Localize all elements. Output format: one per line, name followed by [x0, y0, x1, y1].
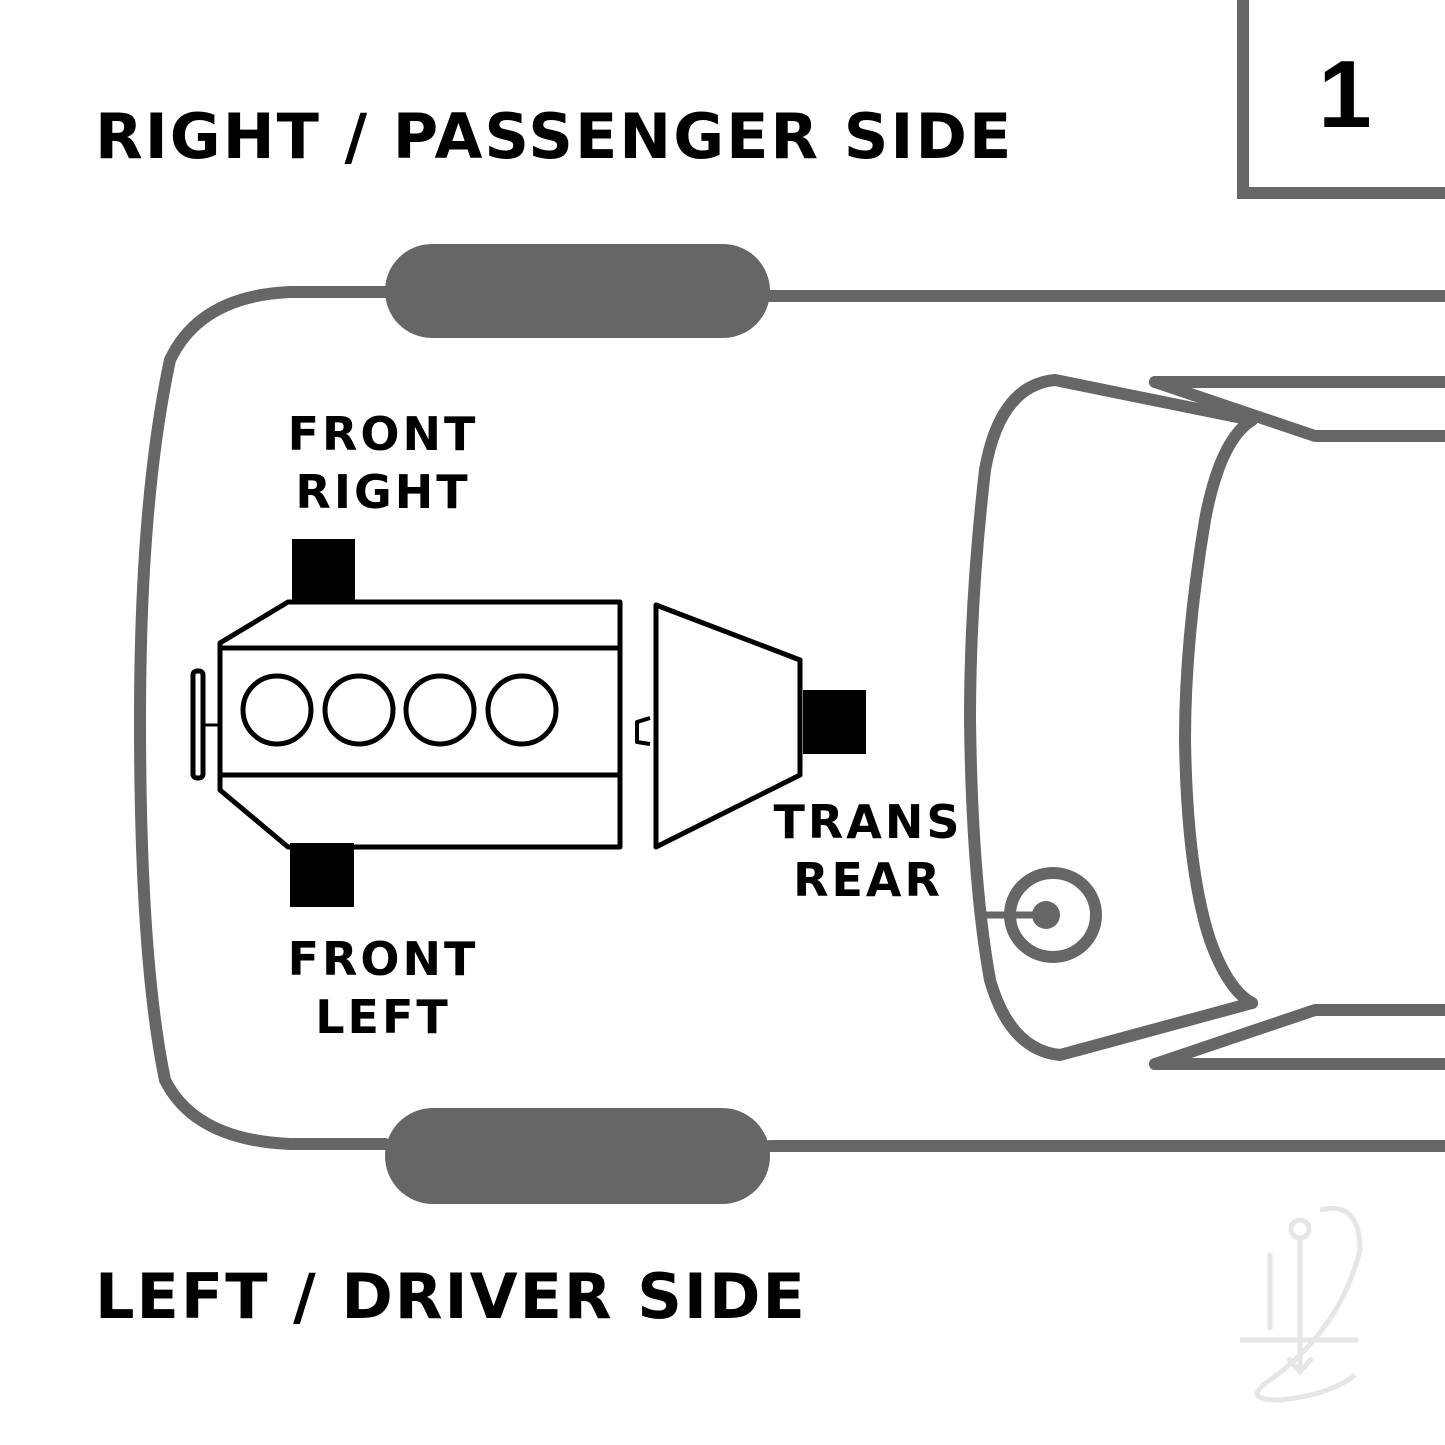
- wheel-front-left: [385, 1108, 770, 1204]
- cylinder-1: [240, 673, 314, 747]
- wheel-front-right: [385, 244, 770, 338]
- front-right-label-line2: RIGHT: [295, 465, 471, 519]
- front-right-mount: [292, 539, 355, 603]
- diagram-number: 1: [1318, 41, 1372, 148]
- trans-rear-mount: [803, 690, 866, 754]
- trans-rear-label: TRANS REAR: [768, 793, 968, 909]
- cylinder-4: [485, 673, 559, 747]
- diagram-number-box: [1237, 0, 1445, 199]
- driver-side-label: LEFT / DRIVER SIDE: [95, 1260, 807, 1333]
- trans-rear-mount-marker: [985, 867, 1102, 963]
- front-left-label-line2: LEFT: [315, 990, 451, 1044]
- cylinder-2: [322, 673, 396, 747]
- passenger-side-label: RIGHT / PASSENGER SIDE: [95, 100, 1014, 173]
- cylinder-3: [403, 673, 477, 747]
- front-right-label-line1: FRONT: [287, 407, 479, 461]
- watermark-anchor-logo-icon: [1240, 1206, 1363, 1403]
- front-left-mount: [290, 843, 354, 907]
- transmission: [635, 602, 803, 850]
- trans-rear-label-line2: REAR: [793, 853, 943, 907]
- front-left-label: FRONT LEFT: [278, 930, 488, 1046]
- vehicle-body-outline: [133, 286, 1445, 1152]
- front-left-label-line1: FRONT: [287, 932, 479, 986]
- engine-block: [190, 599, 623, 850]
- trans-rear-label-line1: TRANS: [773, 795, 963, 849]
- vehicle-cabin: [964, 374, 1445, 1070]
- front-right-label: FRONT RIGHT: [278, 405, 488, 521]
